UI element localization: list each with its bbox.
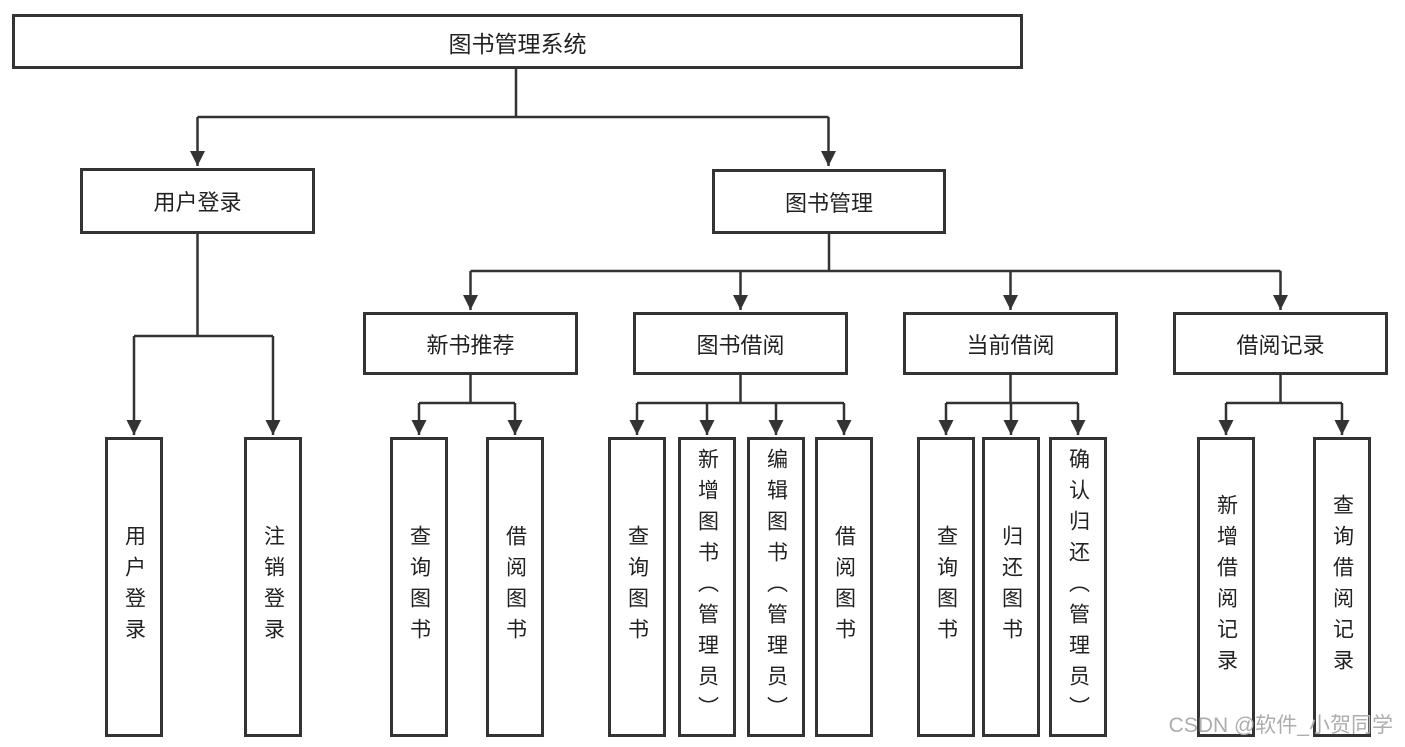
node-label: 归还图书 <box>999 525 1023 649</box>
node-label: 图书借阅 <box>696 332 785 358</box>
node-label: 当前借阅 <box>966 332 1055 358</box>
node-query-books: 查询图书 <box>608 437 666 737</box>
node-user-login-action: 用户登录 <box>105 437 163 737</box>
node-logout: 注销登录 <box>244 437 302 737</box>
connector-user-login-to-leaves <box>126 234 281 435</box>
node-label: 借阅图书 <box>832 525 856 649</box>
node-label: 查询图书 <box>625 525 649 649</box>
node-user-login: 用户登录 <box>80 168 315 234</box>
node-label: 用户登录 <box>122 525 146 649</box>
connector-new-book-recommendation-to-leaves <box>411 375 523 435</box>
node-confirm-return-admin: 确认归还（管理员） <box>1049 437 1107 737</box>
node-new-book-recommendation: 新书推荐 <box>363 312 578 375</box>
connector-borrowing-records-to-leaves <box>1218 375 1350 435</box>
connector-current-borrowing-to-leaves <box>938 375 1086 435</box>
node-label: 图书管理 <box>784 190 873 216</box>
connector-book-borrowing-to-leaves <box>629 375 852 435</box>
node-label: 确认归还（管理员） <box>1066 447 1090 727</box>
node-label: 用户登录 <box>153 190 242 215</box>
node-label: 查询图书 <box>934 525 958 649</box>
node-borrowing-records: 借阅记录 <box>1173 312 1388 375</box>
node-label: 借阅图书 <box>503 525 527 649</box>
connector-book-management-to-level3 <box>463 234 1288 310</box>
node-edit-book-admin: 编辑图书（管理员） <box>747 437 805 737</box>
node-label: 编辑图书（管理员） <box>764 447 788 727</box>
node-query-books: 查询图书 <box>390 437 448 737</box>
csdn-watermark: CSDN @软件_小贺同学 <box>1168 714 1393 737</box>
node-add-borrow-record: 新增借阅记录 <box>1197 437 1255 737</box>
node-label: 查询图书 <box>407 525 431 649</box>
node-book-borrowing: 图书借阅 <box>633 312 848 375</box>
node-book-management: 图书管理 <box>712 169 946 234</box>
node-library-management-system: 图书管理系统 <box>12 14 1023 69</box>
node-query-books: 查询图书 <box>917 437 975 737</box>
node-label: 新增图书（管理员） <box>695 447 719 727</box>
node-label: 借阅记录 <box>1236 332 1325 358</box>
node-borrow-books: 借阅图书 <box>815 437 873 737</box>
node-return-books: 归还图书 <box>982 437 1040 737</box>
node-borrow-books: 借阅图书 <box>486 437 544 737</box>
node-label: 查询借阅记录 <box>1330 494 1354 680</box>
node-add-book-admin: 新增图书（管理员） <box>678 437 736 737</box>
node-label: 新增借阅记录 <box>1214 494 1238 680</box>
node-label: 注销登录 <box>261 525 285 649</box>
connector-root-to-level2 <box>190 69 836 166</box>
node-current-borrowing: 当前借阅 <box>903 312 1118 375</box>
node-query-borrow-record: 查询借阅记录 <box>1313 437 1371 737</box>
node-label: 新书推荐 <box>426 332 515 358</box>
node-label: 图书管理系统 <box>448 30 587 57</box>
